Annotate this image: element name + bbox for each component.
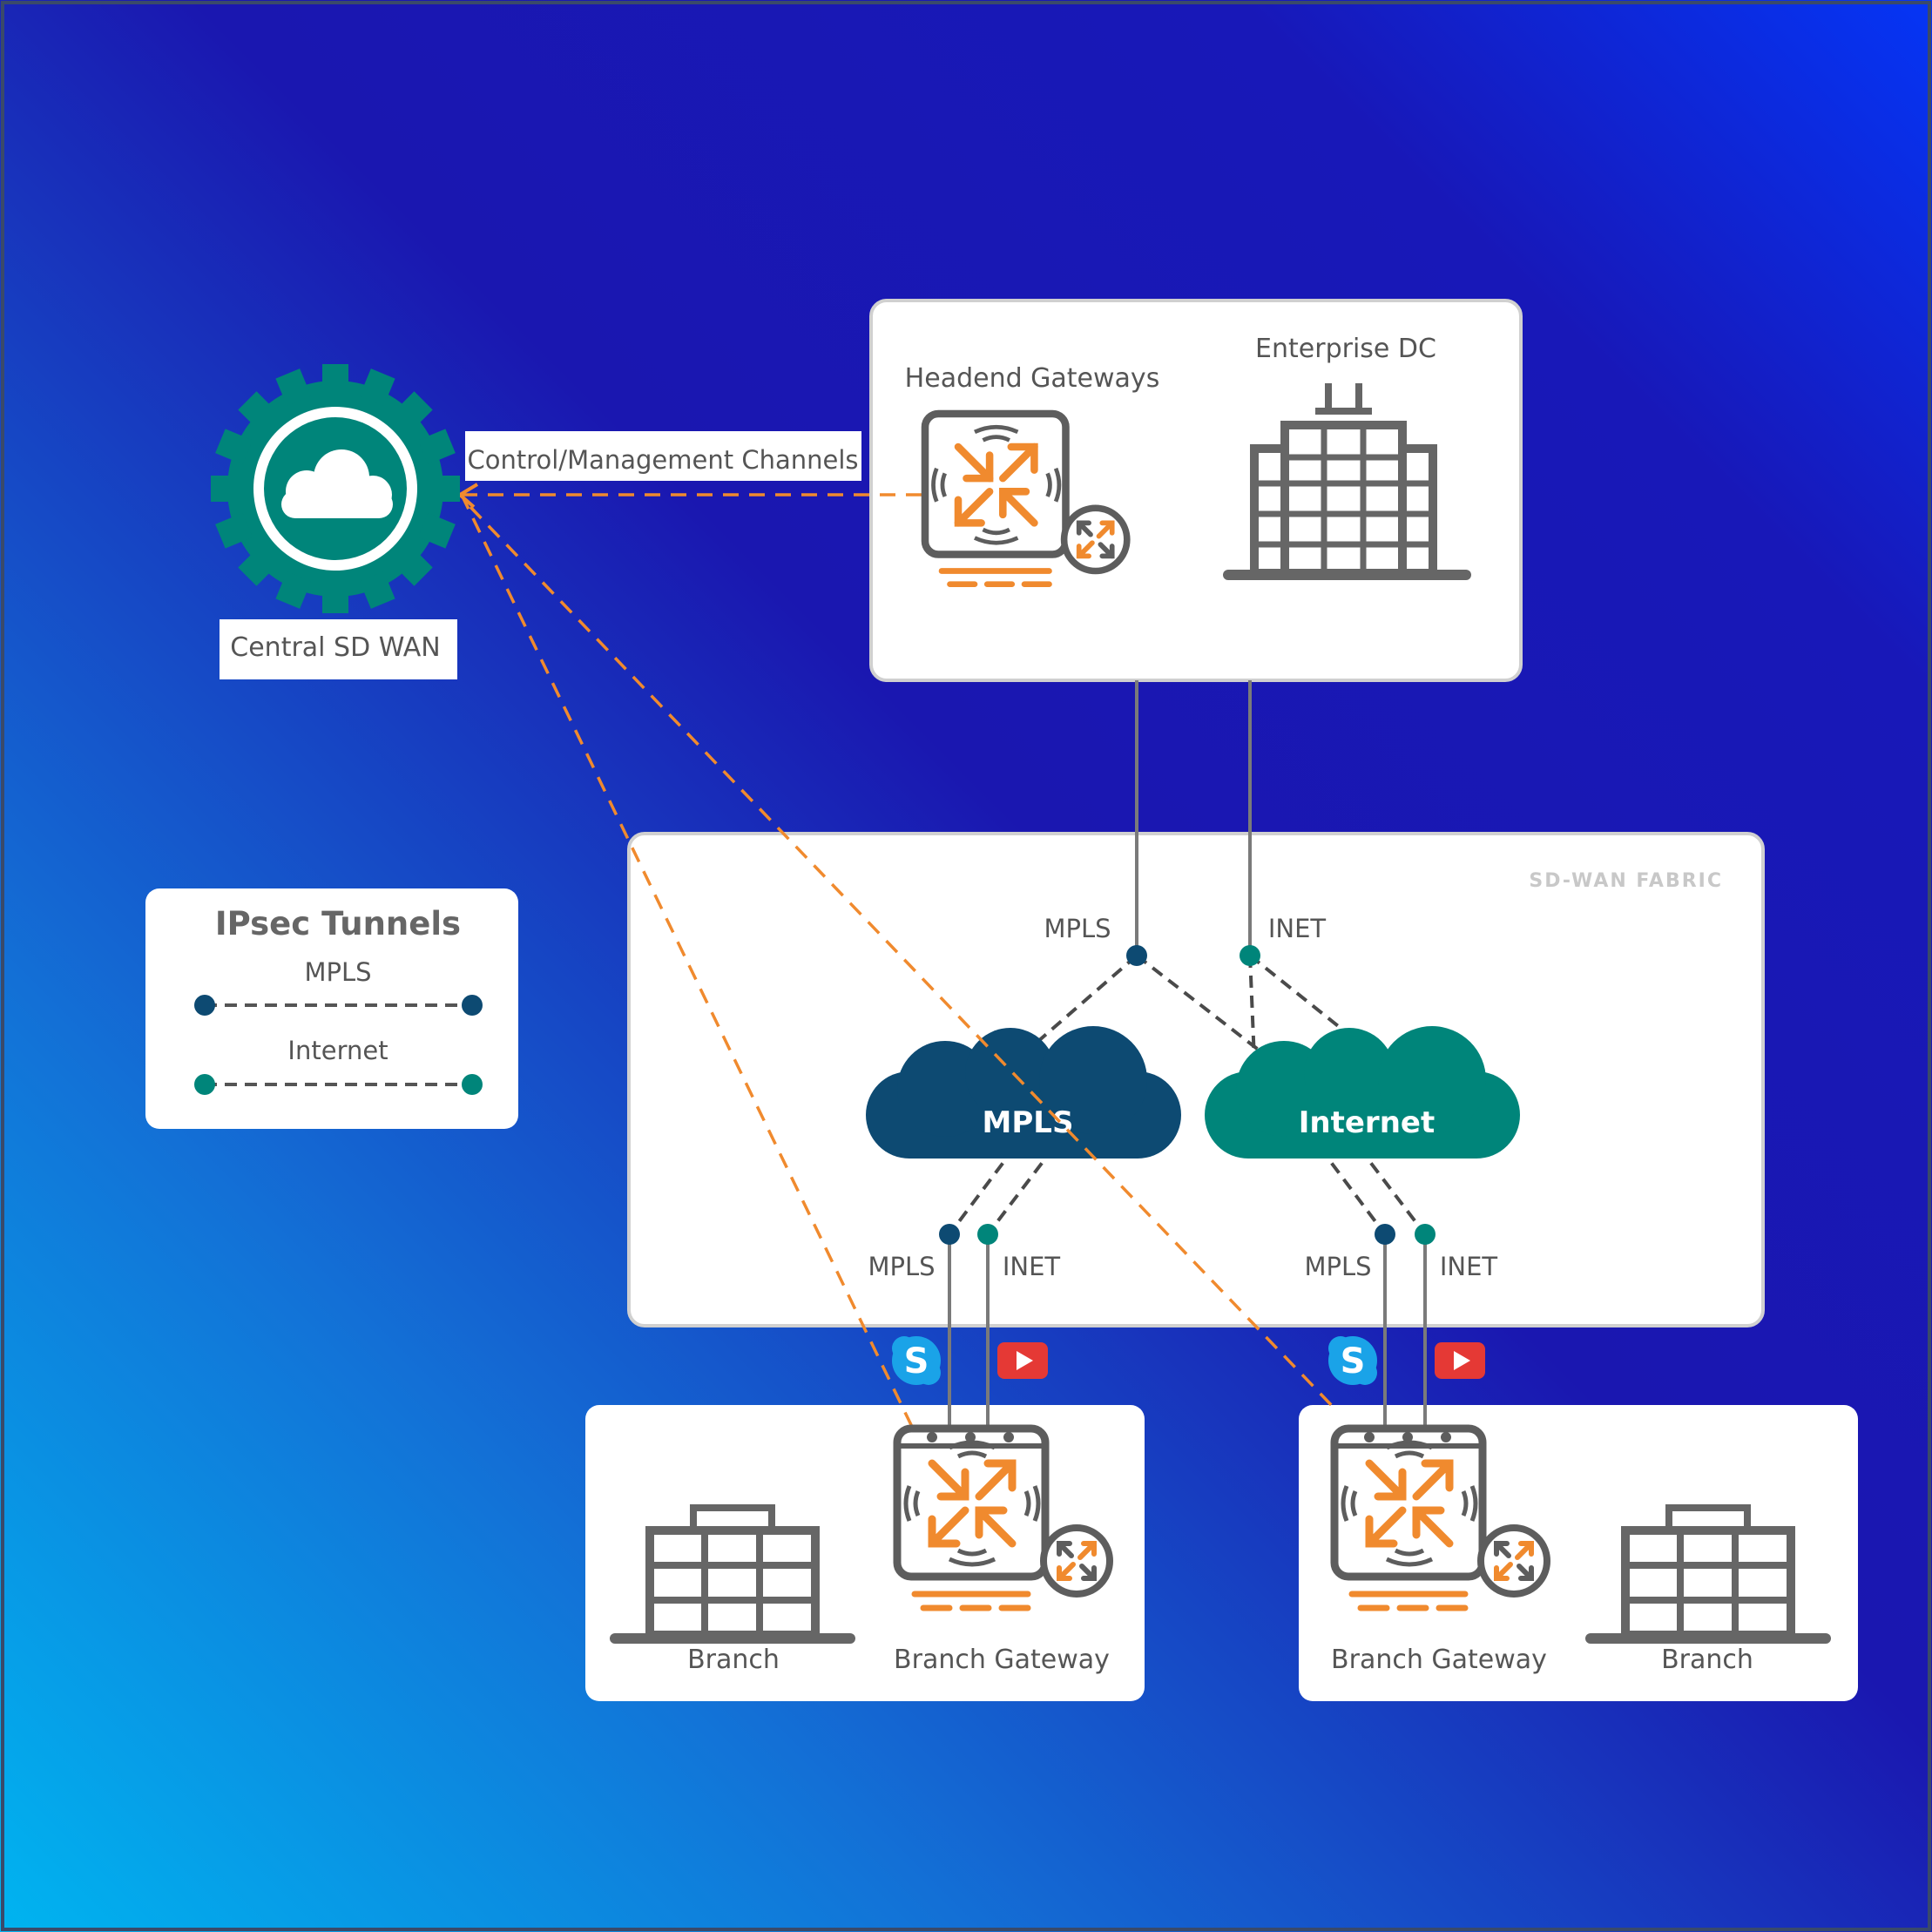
branch-gateway-icon-left: [897, 1429, 1110, 1608]
control-channels: [460, 493, 1339, 1429]
legend-title: IPsec Tunnels: [215, 905, 461, 942]
enterprise-dc-label: Enterprise DC: [1255, 334, 1436, 364]
gateway-left-label: Branch Gateway: [894, 1645, 1110, 1675]
branch1-mpls-label: MPLS: [868, 1252, 935, 1281]
central-label: Central SD WAN: [230, 632, 440, 663]
branch-right-label: Branch: [1661, 1645, 1753, 1675]
cloud-mpls-label: MPLS: [983, 1105, 1074, 1140]
sd-wan-fabric-panel: [627, 832, 1765, 1327]
youtube-icon: [1435, 1342, 1485, 1379]
fabric-label: SD-WAN FABRIC: [1529, 870, 1723, 892]
branch-gateway-icon-right: [1334, 1429, 1547, 1608]
youtube-icon: [997, 1342, 1048, 1379]
legend-internet-dot-right: [462, 1074, 483, 1095]
internet-cloud: Internet: [1205, 1026, 1520, 1159]
dc-inet-label: INET: [1268, 914, 1327, 943]
control-channels-label: Control/Management Channels: [467, 445, 858, 475]
dc-inet-node: [1240, 945, 1260, 966]
cloud-internet-label: Internet: [1299, 1105, 1435, 1140]
legend-panel: [145, 888, 518, 1129]
legend-mpls-dot-left: [194, 995, 215, 1016]
skype-icon: [1328, 1336, 1377, 1385]
legend-mpls-label: MPLS: [304, 957, 371, 987]
branch1-mpls-node: [939, 1224, 960, 1245]
branch1-inet-node: [977, 1224, 998, 1245]
gateway-right-label: Branch Gateway: [1331, 1645, 1547, 1675]
legend-internet-dot-left: [194, 1074, 215, 1095]
headend-label: Headend Gateways: [905, 363, 1160, 394]
branch1-inet-label: INET: [1003, 1252, 1061, 1281]
skype-icon: [892, 1336, 941, 1385]
mpls-cloud: MPLS: [866, 1026, 1181, 1159]
dc-mpls-label: MPLS: [1044, 914, 1111, 943]
branch2-mpls-node: [1375, 1224, 1395, 1245]
branch2-inet-label: INET: [1440, 1252, 1498, 1281]
branch2-mpls-label: MPLS: [1304, 1252, 1371, 1281]
branch-left-label: Branch: [687, 1645, 780, 1675]
branch2-inet-node: [1415, 1224, 1435, 1245]
dc-mpls-node: [1126, 945, 1147, 966]
legend-internet-label: Internet: [287, 1036, 388, 1065]
gear-cloud-icon: [211, 364, 460, 613]
building-icon: [1223, 383, 1471, 580]
branch-panel-left: [585, 1405, 1145, 1701]
legend-mpls-dot-right: [462, 995, 483, 1016]
